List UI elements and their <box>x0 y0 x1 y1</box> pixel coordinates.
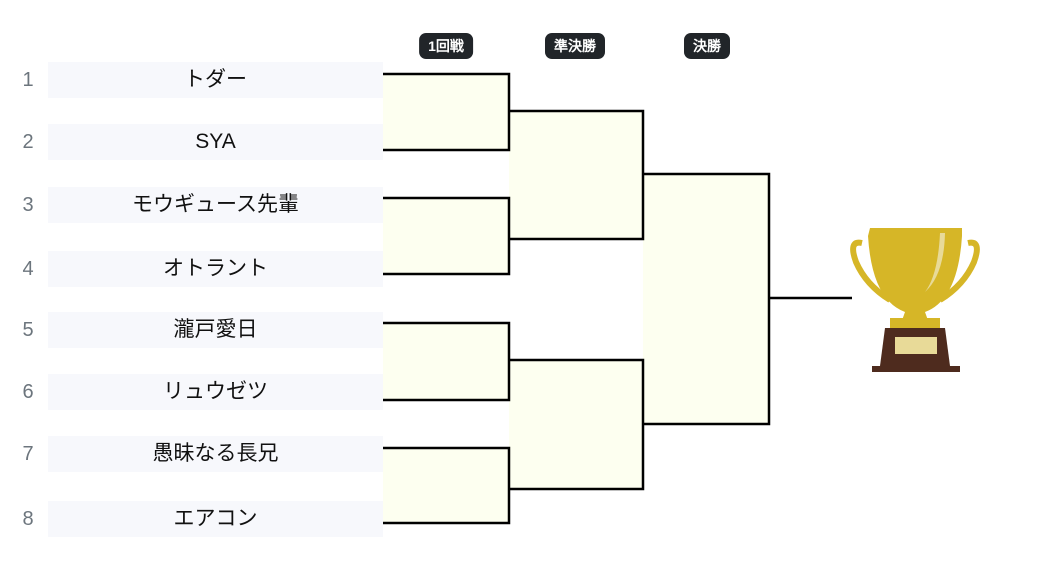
player-name: リュウゼツ <box>48 374 383 410</box>
match-final <box>643 174 769 424</box>
seed-number: 2 <box>22 131 34 153</box>
trophy-icon <box>850 228 980 372</box>
match-2-1 <box>509 111 643 239</box>
player-name: 愚昧なる長兄 <box>48 436 383 472</box>
player-name: エアコン <box>48 501 383 537</box>
seed-number: 4 <box>22 258 34 280</box>
seed-number: 5 <box>22 319 34 341</box>
player-name: SYA <box>48 124 383 160</box>
match-1-1 <box>383 74 509 150</box>
seed-number: 6 <box>22 381 34 403</box>
round-label-1: 1回戦 <box>419 33 473 59</box>
round-label-semifinal: 準決勝 <box>545 33 605 59</box>
player-name: モウギュース先輩 <box>48 187 383 223</box>
player-name: トダー <box>48 62 383 98</box>
player-name: オトラント <box>48 251 383 287</box>
seed-number: 1 <box>22 69 34 91</box>
match-1-3 <box>383 323 509 400</box>
seed-number: 3 <box>22 194 34 216</box>
player-name: 瀧戸愛日 <box>48 312 383 348</box>
match-1-4 <box>383 448 509 523</box>
seed-number: 7 <box>22 443 34 465</box>
round-label-final: 決勝 <box>684 33 730 59</box>
match-2-2 <box>509 360 643 489</box>
match-1-2 <box>383 198 509 274</box>
seed-number: 8 <box>22 508 34 530</box>
